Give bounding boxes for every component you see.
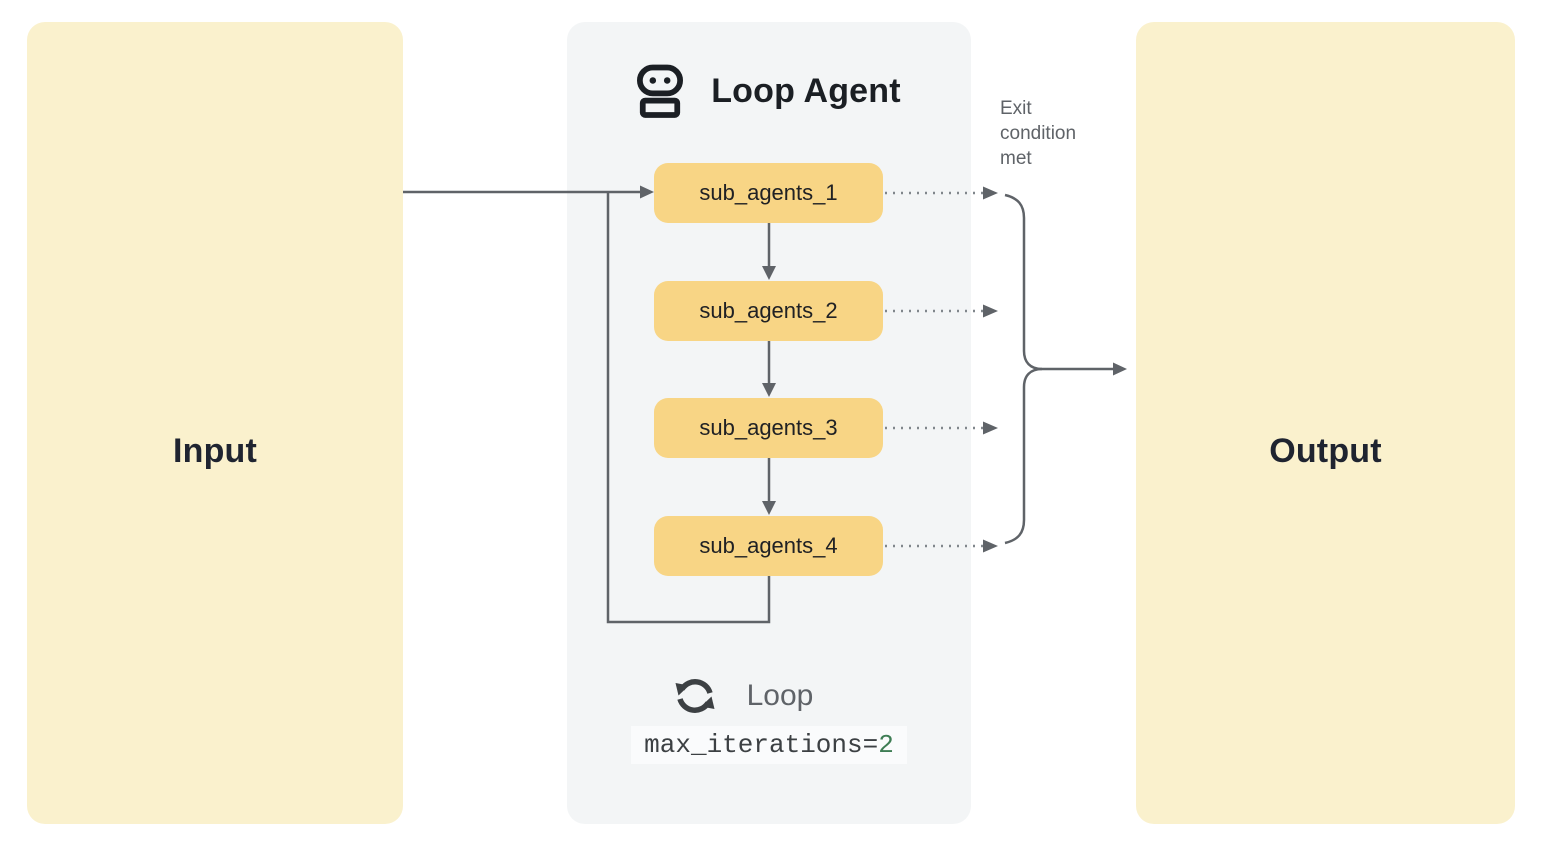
panel-header: Loop Agent [567, 64, 971, 118]
brace-bottom [1004, 367, 1043, 545]
robot-icon [637, 64, 684, 118]
brace-top [1004, 193, 1043, 371]
exit-arrow-4-head [983, 539, 998, 553]
exit-condition-label: Exit condition met [1000, 98, 1077, 169]
input-label: Input [172, 431, 258, 470]
loop-agent-panel: Loop Agent sub_agents_1 sub_agents_2 sub… [567, 22, 971, 824]
loop-footer: Loop [541, 674, 945, 718]
code-chip: max_iterations=2 [631, 726, 907, 764]
output-box: Output [1136, 22, 1515, 824]
sub-agent-box-2: sub_agents_2 [654, 281, 883, 341]
code-text: max_iterations= [644, 730, 879, 760]
output-arrowhead [1113, 362, 1127, 376]
exit-arrow-1-head [983, 186, 998, 200]
input-box: Input [27, 22, 403, 824]
sub-agent-box-4: sub_agents_4 [654, 516, 883, 576]
code-value: 2 [878, 730, 894, 760]
sub-agent-box-3: sub_agents_3 [654, 398, 883, 458]
exit-arrow-3-head [983, 421, 998, 435]
exit-arrow-2-head [983, 304, 998, 318]
max-iterations-code: max_iterations=2 [567, 726, 971, 764]
output-label: Output [1269, 431, 1382, 470]
sync-loop-icon [675, 679, 715, 713]
loop-label: Loop [746, 679, 814, 712]
panel-title: Loop Agent [711, 71, 901, 110]
sub-agent-box-1: sub_agents_1 [654, 163, 883, 223]
